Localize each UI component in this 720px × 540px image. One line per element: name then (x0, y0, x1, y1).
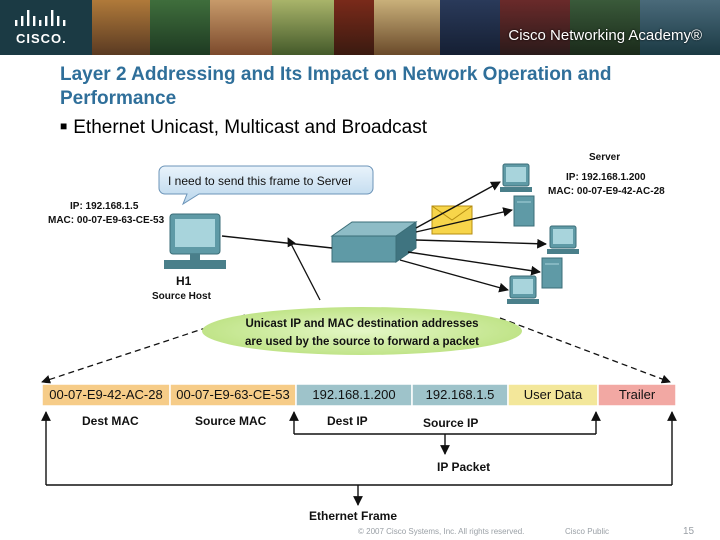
bullet-square-icon: ■ (60, 119, 68, 133)
banner-photo (334, 0, 374, 55)
footer-classification: Cisco Public (565, 527, 609, 536)
monitor-icon (547, 225, 579, 254)
frame-field-text: 192.168.1.5 (426, 387, 495, 402)
server-label: Server (589, 152, 620, 163)
source-mac-label: Source MAC (195, 414, 267, 428)
server-tower-icon (513, 195, 535, 227)
footer-copyright: © 2007 Cisco Systems, Inc. All rights re… (358, 527, 524, 536)
link-arrow (415, 238, 547, 249)
dashed-arrow (499, 317, 671, 384)
banner-photo (210, 0, 272, 55)
footer-page-number: 15 (683, 526, 695, 537)
dest-ip-label: Dest IP (327, 414, 368, 428)
server-tower-icon (541, 257, 563, 289)
monitor-icon (500, 163, 532, 192)
ethernet-frame-label: Ethernet Frame (309, 509, 397, 523)
banner-photo (640, 0, 720, 55)
frame-field-text: 192.168.1.200 (312, 387, 395, 402)
switch-icon (330, 221, 418, 263)
banner-photo (440, 0, 500, 55)
source-ip-label: Source IP (423, 416, 478, 430)
banner-photo (150, 0, 210, 55)
callout-arrow (287, 237, 321, 301)
server-mac-label: MAC: 00-07-E9-42-AC-28 (548, 186, 665, 197)
slide-title: Layer 2 Addressing and Its Impact on Net… (60, 64, 612, 109)
cisco-logo: CISCO. (10, 8, 74, 48)
academy-label: Cisco Networking Academy® (508, 27, 702, 44)
banner-photo (570, 0, 640, 55)
banner-photo (500, 0, 570, 55)
computer-icon (164, 213, 226, 269)
host-role-label: Source Host (152, 291, 212, 302)
header-banner: CISCO. Cisco Networking Academy® (0, 0, 720, 55)
link-arrow (407, 251, 541, 276)
host-name-label: H1 (176, 274, 192, 288)
banner-photo (374, 0, 440, 55)
callout-line1: Unicast IP and MAC destination addresses (245, 318, 478, 330)
host-link (221, 235, 333, 249)
link-arrow (415, 207, 513, 233)
banner-photo (92, 0, 150, 55)
frame-field-text: 00-07-E9-42-AC-28 (49, 387, 162, 402)
bullet-text: Ethernet Unicast, Multicast and Broadcas… (73, 117, 428, 138)
callout-oval: Unicast IP and MAC destination addresses… (202, 307, 522, 355)
link-arrow (415, 181, 501, 229)
banner-photo (272, 0, 334, 55)
host-ip-label: IP: 192.168.1.5 (70, 201, 139, 212)
frame-field-text: Trailer (619, 387, 656, 402)
ip-packet-label: IP Packet (437, 460, 490, 474)
server-ip-label: IP: 192.168.1.200 (566, 172, 646, 183)
frame-field-box (597, 383, 677, 407)
monitor-icon (507, 275, 539, 304)
callout-line2: are used by the source to forward a pack… (245, 336, 479, 348)
frame-field-text: User Data (524, 387, 583, 402)
frame-fields: 00-07-E9-42-AC-28 00-07-E9-63-CE-53 192.16… (41, 383, 677, 407)
host-mac-label: MAC: 00-07-E9-63-CE-53 (48, 215, 165, 226)
bullet-item: ■ Ethernet Unicast, Multicast and Broadca… (60, 117, 427, 139)
link-arrow (399, 259, 509, 293)
frame-field-text: 00-07-E9-63-CE-53 (176, 387, 289, 402)
dest-mac-label: Dest MAC (82, 414, 139, 428)
speech-text: I need to send this frame to Server (168, 174, 352, 188)
cisco-bars-icon (15, 10, 66, 26)
speech-bubble: I need to send this frame to Server (158, 165, 374, 206)
